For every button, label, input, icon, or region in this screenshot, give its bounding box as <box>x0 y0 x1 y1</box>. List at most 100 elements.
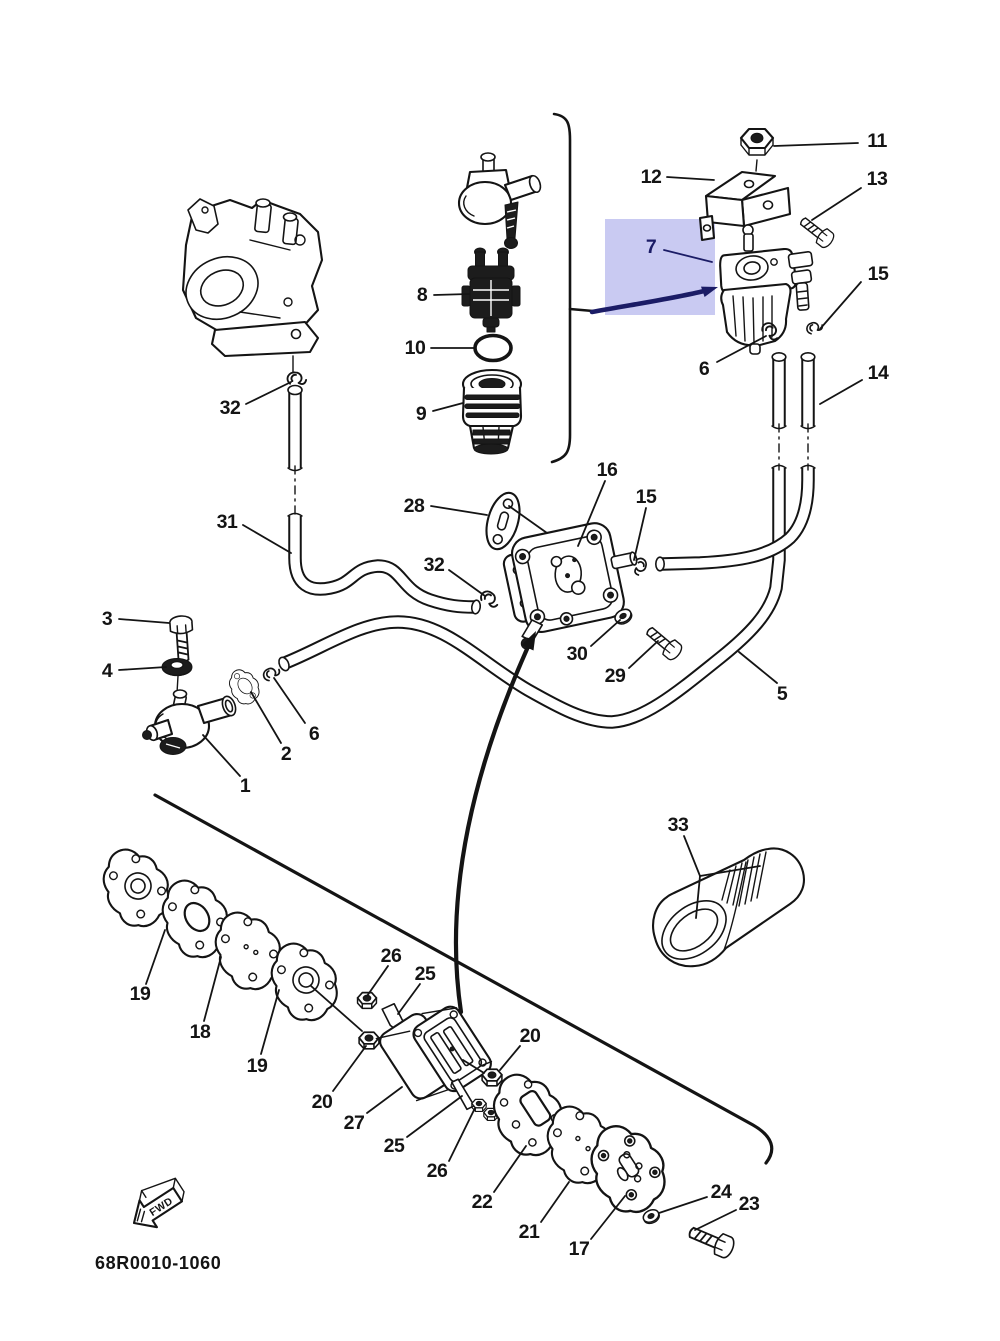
bolt-23 <box>684 1220 738 1261</box>
callout-leader-29 <box>628 640 659 669</box>
callout-leader-5 <box>738 651 778 684</box>
callout-leader-33 <box>683 835 701 877</box>
nut-20-front <box>358 1031 380 1050</box>
callout-label-33: 33 <box>668 814 689 836</box>
pump-body-27 <box>375 1005 493 1102</box>
fuel-filter-7 <box>719 224 814 355</box>
callout-leader-32 <box>245 381 292 405</box>
callout-label-31: 31 <box>217 511 238 533</box>
callout-leader-25 <box>406 1095 463 1138</box>
callout-label-15: 15 <box>636 486 657 508</box>
fuel-connector-8 <box>461 247 521 333</box>
callout-leader-24 <box>658 1196 708 1214</box>
callout-leader-22 <box>493 1145 527 1193</box>
hose-5 <box>278 351 788 729</box>
callout-leader-28 <box>430 505 488 516</box>
clip-6-joint <box>260 662 282 685</box>
hose-break-mark <box>770 423 788 471</box>
fuel-connector-9 <box>461 368 523 455</box>
callout-label-7: 7 <box>646 236 656 258</box>
silencer-33 <box>652 847 805 968</box>
fwd-arrow-icon: FWD <box>132 1177 185 1229</box>
gasket-19-first <box>87 836 184 938</box>
hose-14 <box>654 351 817 572</box>
bolt-3 <box>168 614 196 664</box>
callout-label-16: 16 <box>597 459 618 481</box>
hose-break-mark <box>286 465 304 519</box>
callout-label-4: 4 <box>102 660 113 682</box>
callout-label-13: 13 <box>867 168 888 190</box>
gasket-2 <box>221 663 266 710</box>
callout-leader-32 <box>448 569 486 597</box>
callout-leader-28 <box>508 505 548 534</box>
callout-leader-20 <box>499 1045 521 1071</box>
callout-label-9: 9 <box>416 403 427 425</box>
callout-leader-6 <box>716 335 767 363</box>
callout-leader-20 <box>332 1045 367 1092</box>
callout-label-24: 24 <box>711 1181 732 1203</box>
callout-leader-33 <box>699 865 761 877</box>
gasket-19-second <box>199 899 296 1001</box>
callout-leader-26 <box>366 965 389 997</box>
callout-label-20: 20 <box>312 1091 333 1113</box>
callout-label-23: 23 <box>739 1193 760 1215</box>
callout-leader-19 <box>260 989 280 1055</box>
callout-label-30: 30 <box>567 643 588 665</box>
carburetor-lever <box>187 198 219 234</box>
clip-32-carburetor <box>285 368 308 389</box>
callout-label-2: 2 <box>281 743 292 765</box>
highlight-pointer-arrow <box>589 286 718 315</box>
nut-20-rear <box>481 1068 503 1087</box>
callout-leader-2 <box>250 691 282 744</box>
callout-leader-20 <box>310 985 363 1032</box>
callout-leader-15 <box>819 281 862 330</box>
callout-leader-13 <box>811 187 862 221</box>
fuel-cock-drawing <box>457 152 542 249</box>
callout-label-26: 26 <box>381 945 402 967</box>
callout-label-18: 18 <box>190 1021 211 1043</box>
callout-label-3: 3 <box>102 608 113 630</box>
carburetor-flange <box>210 320 320 358</box>
callout-leader-3 <box>118 618 170 624</box>
gasket-22 <box>476 1060 579 1168</box>
callout-label-32: 32 <box>220 397 241 419</box>
bolt-29 <box>641 622 686 663</box>
hose-31 <box>286 384 482 615</box>
pump-bolt-bosses <box>514 529 619 626</box>
nut-11 <box>739 127 775 172</box>
callout-label-10: 10 <box>405 337 426 359</box>
callout-leader-14 <box>819 379 863 405</box>
callout-leader-4 <box>118 666 167 671</box>
callout-label-1: 1 <box>240 775 251 797</box>
callout-leader-31 <box>242 524 292 554</box>
callout-leader-17 <box>590 1195 626 1240</box>
callout-label-29: 29 <box>605 665 626 687</box>
callout-label-27: 27 <box>344 1112 365 1134</box>
carburetor-top-fittings <box>254 198 299 246</box>
washer-4 <box>161 658 193 694</box>
callout-leader-26 <box>448 1107 476 1162</box>
callout-leader-21 <box>540 1181 570 1223</box>
callout-leader-7 <box>663 249 713 263</box>
hose-break-mark <box>799 423 817 471</box>
divider-line <box>153 793 774 1165</box>
callout-label-17: 17 <box>569 1238 590 1260</box>
callout-leader-18 <box>203 956 222 1022</box>
callout-leader-20 <box>462 1059 485 1074</box>
bolt-13 <box>795 212 838 251</box>
fuel-joint-1 <box>142 689 237 755</box>
callout-label-25: 25 <box>415 963 436 985</box>
fuel-pump-16 <box>502 522 638 650</box>
callout-label-25: 25 <box>384 1135 405 1157</box>
clip-32-pump <box>478 589 501 609</box>
callout-label-12: 12 <box>641 166 662 188</box>
callout-label-6: 6 <box>699 358 710 380</box>
callout-leader-12 <box>666 176 715 181</box>
callout-label-26: 26 <box>427 1160 448 1182</box>
callout-label-8: 8 <box>417 284 428 306</box>
callout-leader-27 <box>366 1086 403 1114</box>
callout-label-19: 19 <box>247 1055 268 1077</box>
callout-leader-1 <box>202 734 241 777</box>
callout-label-21: 21 <box>519 1221 540 1243</box>
